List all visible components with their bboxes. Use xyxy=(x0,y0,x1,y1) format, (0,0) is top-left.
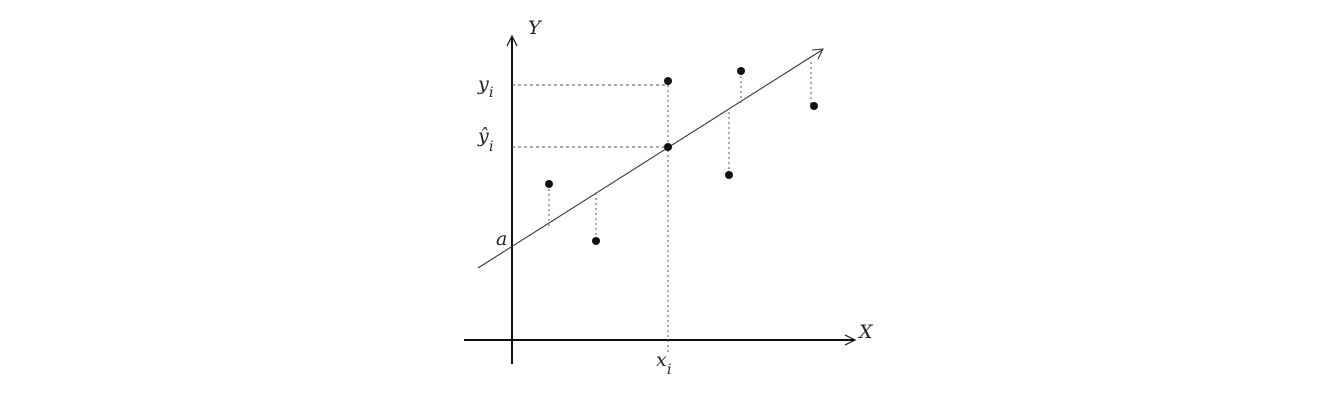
data-point xyxy=(592,237,600,245)
data-point xyxy=(725,171,733,179)
fitted-point-yhat xyxy=(664,143,672,151)
regression-line xyxy=(477,49,823,269)
regression-line-arrowhead xyxy=(811,48,824,60)
x-axis-arrowhead xyxy=(844,334,857,346)
xi-subscript: i xyxy=(667,362,671,378)
yhat-subscript: i xyxy=(489,139,493,155)
data-point xyxy=(737,67,745,75)
yhat-label: ŷ xyxy=(477,125,489,147)
xi-label: x xyxy=(656,349,667,371)
yi-label: y xyxy=(477,73,489,95)
y-axis-label: Y xyxy=(528,17,543,39)
yi-subscript: i xyxy=(489,85,493,101)
data-point xyxy=(810,102,818,110)
intercept-label: a xyxy=(496,228,507,250)
x-axis-label: X xyxy=(857,321,874,343)
y-axis-arrowhead xyxy=(506,34,518,47)
data-point xyxy=(545,180,553,188)
data-point-yi xyxy=(664,77,672,85)
